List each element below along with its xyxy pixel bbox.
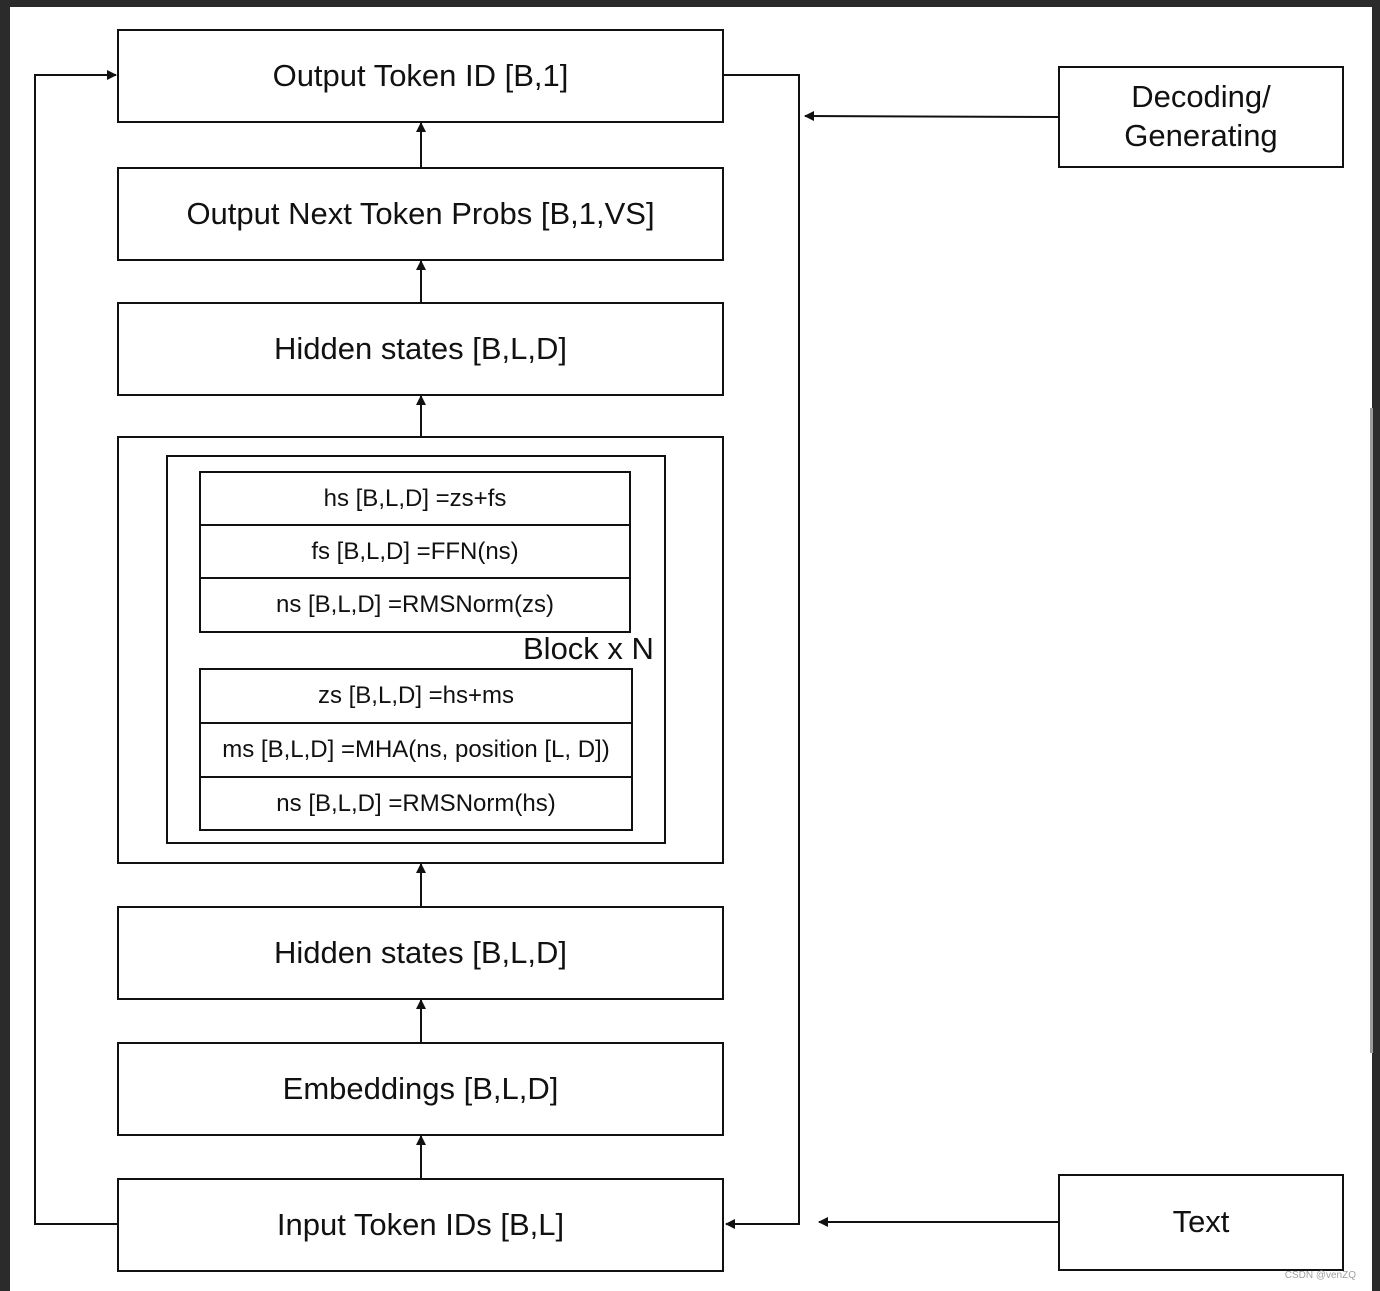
watermark-credit: CSDN @venZQ [1284, 1270, 1356, 1281]
embeddings-box: Embeddings [B,L,D] [117, 1042, 724, 1136]
arrow-decoding-to-loop [804, 111, 1059, 122]
formula-row: fs [B,L,D] =FFN(ns) [201, 526, 629, 579]
diagram-canvas: Output Token ID [B,1] Output Next Token … [10, 7, 1372, 1291]
formula-row: ns [B,L,D] =RMSNorm(hs) [276, 789, 556, 817]
output-token-id-label: Output Token ID [B,1] [272, 57, 569, 93]
hidden-states-bottom-label: Hidden states [B,L,D] [274, 934, 567, 970]
text-input-box: Text [1058, 1174, 1344, 1271]
formula-row: ns [B,L,D] =RMSNorm(zs) [275, 591, 555, 618]
hidden-states-bottom-box: Hidden states [B,L,D] [117, 906, 724, 1000]
output-probs-box: Output Next Token Probs [B,1,VS] [117, 167, 724, 261]
formula-row: hs [B,L,D] =zs+fs [201, 473, 629, 526]
formula-row: zs [B,L,D] =hs+ms [201, 670, 631, 724]
scrollbar-edge [1370, 408, 1373, 1053]
decoding-generating-label: Decoding/ Generating [1124, 79, 1278, 153]
block-repeat-label: Block x N [523, 631, 654, 666]
transformer-block-outer [117, 436, 724, 864]
hidden-states-top-label: Hidden states [B,L,D] [274, 330, 567, 366]
input-token-ids-label: Input Token IDs [B,L] [276, 1206, 565, 1242]
lower-formula-group: zs [B,L,D] =hs+ms ms [B,L,D] =MHA(ns, po… [199, 668, 633, 831]
hidden-states-top-box: Hidden states [B,L,D] [117, 302, 724, 396]
output-token-id-box: Output Token ID [B,1] [117, 29, 724, 123]
output-probs-label: Output Next Token Probs [B,1,VS] [186, 195, 655, 231]
loop-left-connector [34, 70, 118, 1225]
embeddings-label: Embeddings [B,L,D] [282, 1070, 559, 1106]
loop-right-connector [724, 74, 800, 1229]
text-input-label: Text [1172, 1204, 1230, 1240]
decoding-generating-box: Decoding/ Generating [1058, 66, 1344, 168]
input-token-ids-box: Input Token IDs [B,L] [117, 1178, 724, 1272]
connector-layer [34, 70, 1059, 1229]
formula-row: ms [B,L,D] =MHA(ns, position [L, D]) [201, 724, 631, 778]
upper-formula-group: hs [B,L,D] =zs+fs fs [B,L,D] =FFN(ns) ns… [199, 471, 631, 633]
transformer-block-inner [166, 455, 666, 844]
